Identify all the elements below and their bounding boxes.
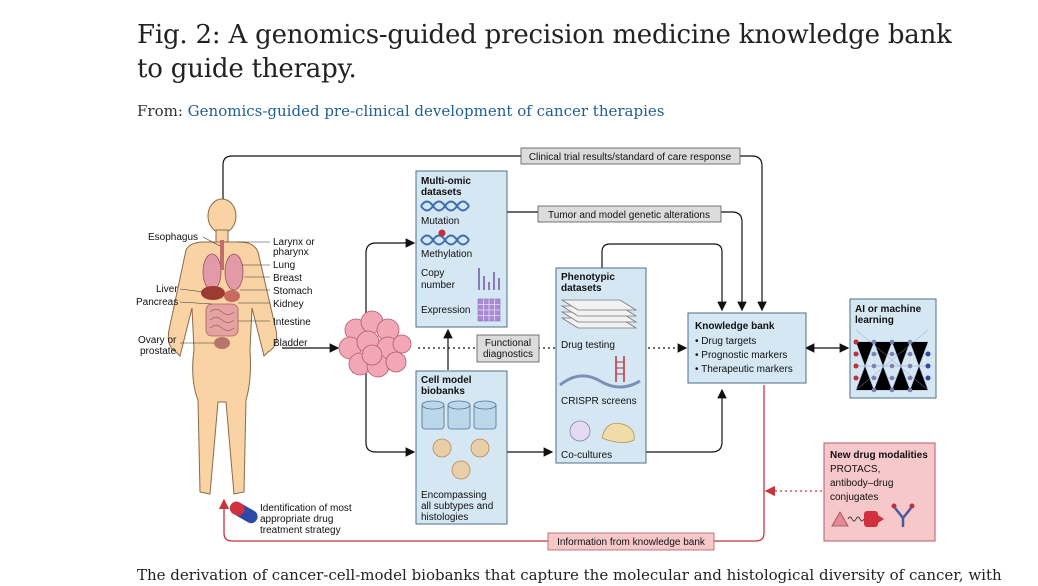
from-line: From: Genomics-guided pre-clinical devel… (137, 102, 664, 120)
dna-methylation-icon (420, 234, 470, 246)
new-drug-item-2: antibody–drug (830, 478, 893, 489)
new-drug-modalities-box: New drug modalities PROTACS, antibody–dr… (823, 442, 936, 542)
label-lung: Lung (273, 260, 295, 271)
liver (201, 286, 225, 300)
functional-diagnostics-label: Functional diagnostics (476, 334, 540, 363)
label-co-cultures: Co-cultures (561, 450, 612, 461)
label-breast: Breast (273, 273, 302, 284)
kb-item-drug-targets: • Drug targets (695, 336, 756, 347)
label-liver: Liver (156, 284, 178, 295)
new-drug-title: New drug modalities (830, 450, 928, 461)
co-culture-cells-icon (569, 420, 635, 443)
dna-mutation-icon (420, 200, 470, 212)
clinical-trial-text: Clinical trial results/standard of care … (529, 152, 732, 163)
organ-labels: Esophagus Liver Pancreas Ovary or prosta… (136, 232, 315, 357)
info-from-kb-text: Information from knowledge bank (557, 537, 706, 548)
label-expression: Expression (421, 305, 470, 316)
multiomic-title-2: datasets (421, 187, 462, 198)
identification-line-2: appropriate drug (260, 514, 333, 525)
identification-line-1: Identification of most (260, 503, 352, 514)
label-copy: Copy (421, 268, 444, 279)
info-from-kb-label: Information from knowledge bank (547, 532, 715, 551)
label-methylation: Methylation (421, 249, 472, 260)
identification-text: Identification of most appropriate drug … (260, 503, 352, 536)
knowledge-bank-box: Knowledge bank • Drug targets • Prognost… (687, 312, 807, 384)
source-article-link[interactable]: Genomics-guided pre-clinical development… (187, 102, 665, 120)
connectors (222, 155, 850, 457)
protac-icon (831, 511, 884, 527)
organoid-cells-icon (432, 438, 490, 480)
cell-model-desc-2: all subtypes and (421, 501, 493, 512)
cell-model-desc-1: Encompassing (421, 490, 487, 501)
label-pancreas: Pancreas (136, 297, 178, 308)
phenotypic-title-1: Phenotypic (561, 272, 615, 283)
bladder (214, 337, 230, 349)
phenotypic-datasets-box: Phenotypic datasets Drug testing CRISPR … (555, 267, 647, 464)
from-label: From: (137, 102, 183, 120)
red-connectors (218, 385, 822, 542)
kb-item-therapeutic: • Therapeutic markers (695, 364, 793, 375)
ai-title-1: AI or machine (855, 304, 922, 315)
clinical-trial-feedback-label: Clinical trial results/standard of care … (520, 147, 741, 165)
label-intestine: Intestine (273, 317, 311, 328)
drug-pill-icon (229, 501, 258, 524)
ai-ml-box: AI or machine learning (849, 298, 937, 399)
tumor-alterations-label: Tumor and model genetic alterations (537, 205, 722, 223)
esophagus (220, 240, 224, 270)
cell-model-biobanks-box: Cell model biobanks Encompassing all sub… (415, 370, 508, 525)
label-larynx: Larynx or (273, 237, 315, 248)
multiomic-datasets-box: Multi-omic datasets Mutation Methylation… (415, 170, 508, 328)
drug-plates-icon (560, 299, 638, 329)
copy-number-icon (478, 268, 500, 290)
crispr-icon (559, 356, 641, 389)
multiomic-title-1: Multi-omic (421, 176, 471, 187)
label-pharynx: pharynx (273, 247, 309, 258)
phenotypic-title-2: datasets (561, 283, 602, 294)
antibody-drug-conjugate-icon (891, 503, 915, 527)
neural-network-icon (853, 329, 931, 393)
new-drug-item-3: conjugates (830, 492, 878, 503)
label-drug-testing: Drug testing (561, 340, 615, 351)
human-body-figure (167, 198, 278, 495)
label-kidney: Kidney (273, 299, 304, 310)
identification-line-3: treatment strategy (260, 525, 341, 536)
lungs (202, 253, 222, 291)
cell-model-title-1: Cell model (421, 375, 472, 386)
functional-text-2: diagnostics (483, 349, 533, 360)
figure-title: Fig. 2: A genomics-guided precision medi… (137, 20, 952, 84)
cell-model-desc-3: histologies (421, 512, 468, 523)
label-crispr: CRISPR screens (561, 396, 637, 407)
label-mutation: Mutation (421, 216, 459, 227)
tumor-cell-cluster (338, 310, 412, 378)
kb-item-prognostic: • Prognostic markers (695, 350, 787, 361)
figure-caption: The derivation of cancer-cell-model biob… (137, 566, 1002, 584)
cell-model-title-2: biobanks (421, 386, 465, 397)
tumor-alterations-text: Tumor and model genetic alterations (548, 210, 710, 221)
ai-title-2: learning (855, 315, 894, 326)
knowledge-bank-title: Knowledge bank (695, 321, 775, 332)
label-bladder: Bladder (273, 338, 308, 349)
label-number: number (421, 280, 456, 291)
new-drug-item-1: PROTACS, (830, 464, 880, 475)
functional-text-1: Functional (485, 338, 531, 349)
label-ovary: Ovary or (138, 335, 177, 346)
label-stomach: Stomach (273, 286, 312, 297)
stomach (224, 290, 240, 302)
label-prostate: prostate (140, 346, 177, 357)
biobank-tubes-icon (421, 400, 497, 430)
label-esophagus: Esophagus (148, 232, 198, 243)
